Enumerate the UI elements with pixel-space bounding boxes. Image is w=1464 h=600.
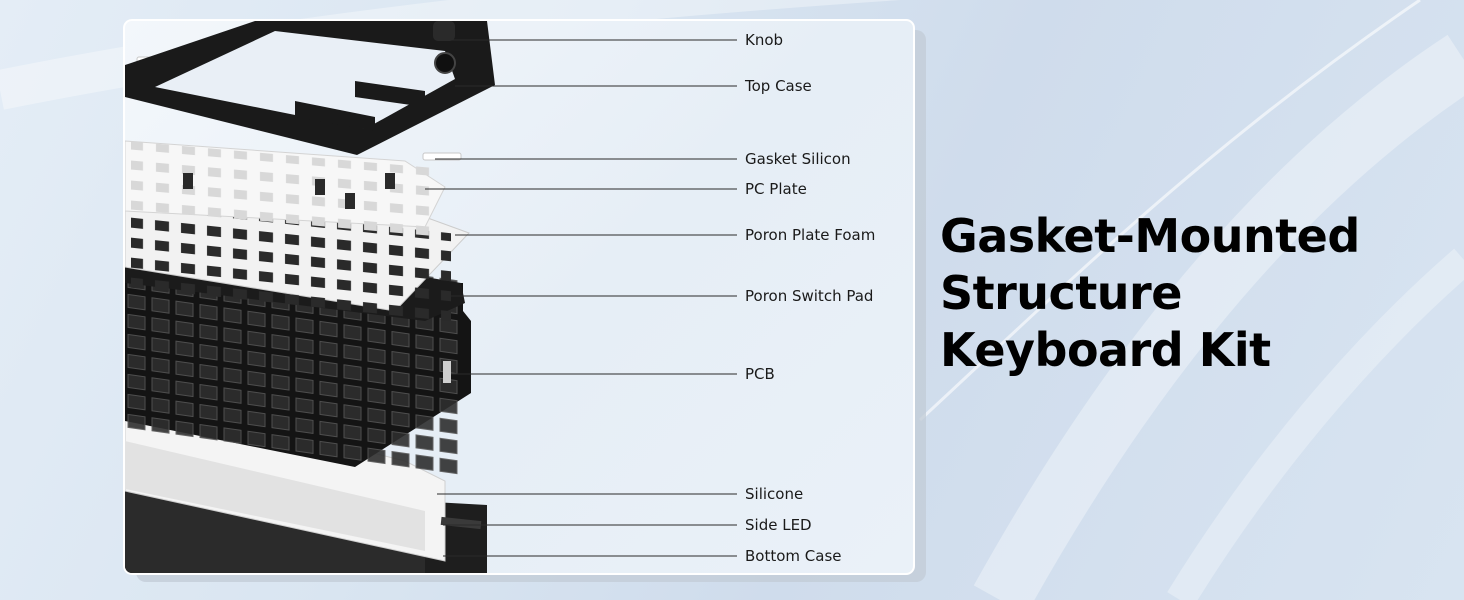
headline: Gasket-Mounted Structure Keyboard Kit xyxy=(940,208,1360,379)
label-knob: Knob xyxy=(745,31,784,49)
headline-line-2: Structure xyxy=(940,266,1182,320)
label-side-led: Side LED xyxy=(745,516,812,534)
side-led-shape xyxy=(440,516,482,530)
leader-lines xyxy=(425,39,737,557)
label-pcb: PCB xyxy=(745,365,775,383)
headline-line-1: Gasket-Mounted xyxy=(940,209,1360,263)
label-bottom-case: Bottom Case xyxy=(745,547,842,565)
knob-shape xyxy=(433,21,455,41)
exploded-diagram-card: Knob Top Case Gasket Silicon PC Plate Po… xyxy=(123,19,915,575)
label-pc-plate: PC Plate xyxy=(745,180,807,198)
top-case-shape xyxy=(125,21,495,155)
headline-line-3: Keyboard Kit xyxy=(940,323,1271,377)
label-poron-plate-foam: Poron Plate Foam xyxy=(745,226,876,244)
label-silicone: Silicone xyxy=(745,485,804,503)
keyboard-exploded-illustration xyxy=(125,21,737,573)
pc-plate-shape xyxy=(125,140,446,238)
label-gasket-silicon: Gasket Silicon xyxy=(745,150,851,168)
label-top-case: Top Case xyxy=(745,77,812,95)
label-poron-switch-pad: Poron Switch Pad xyxy=(745,287,874,305)
